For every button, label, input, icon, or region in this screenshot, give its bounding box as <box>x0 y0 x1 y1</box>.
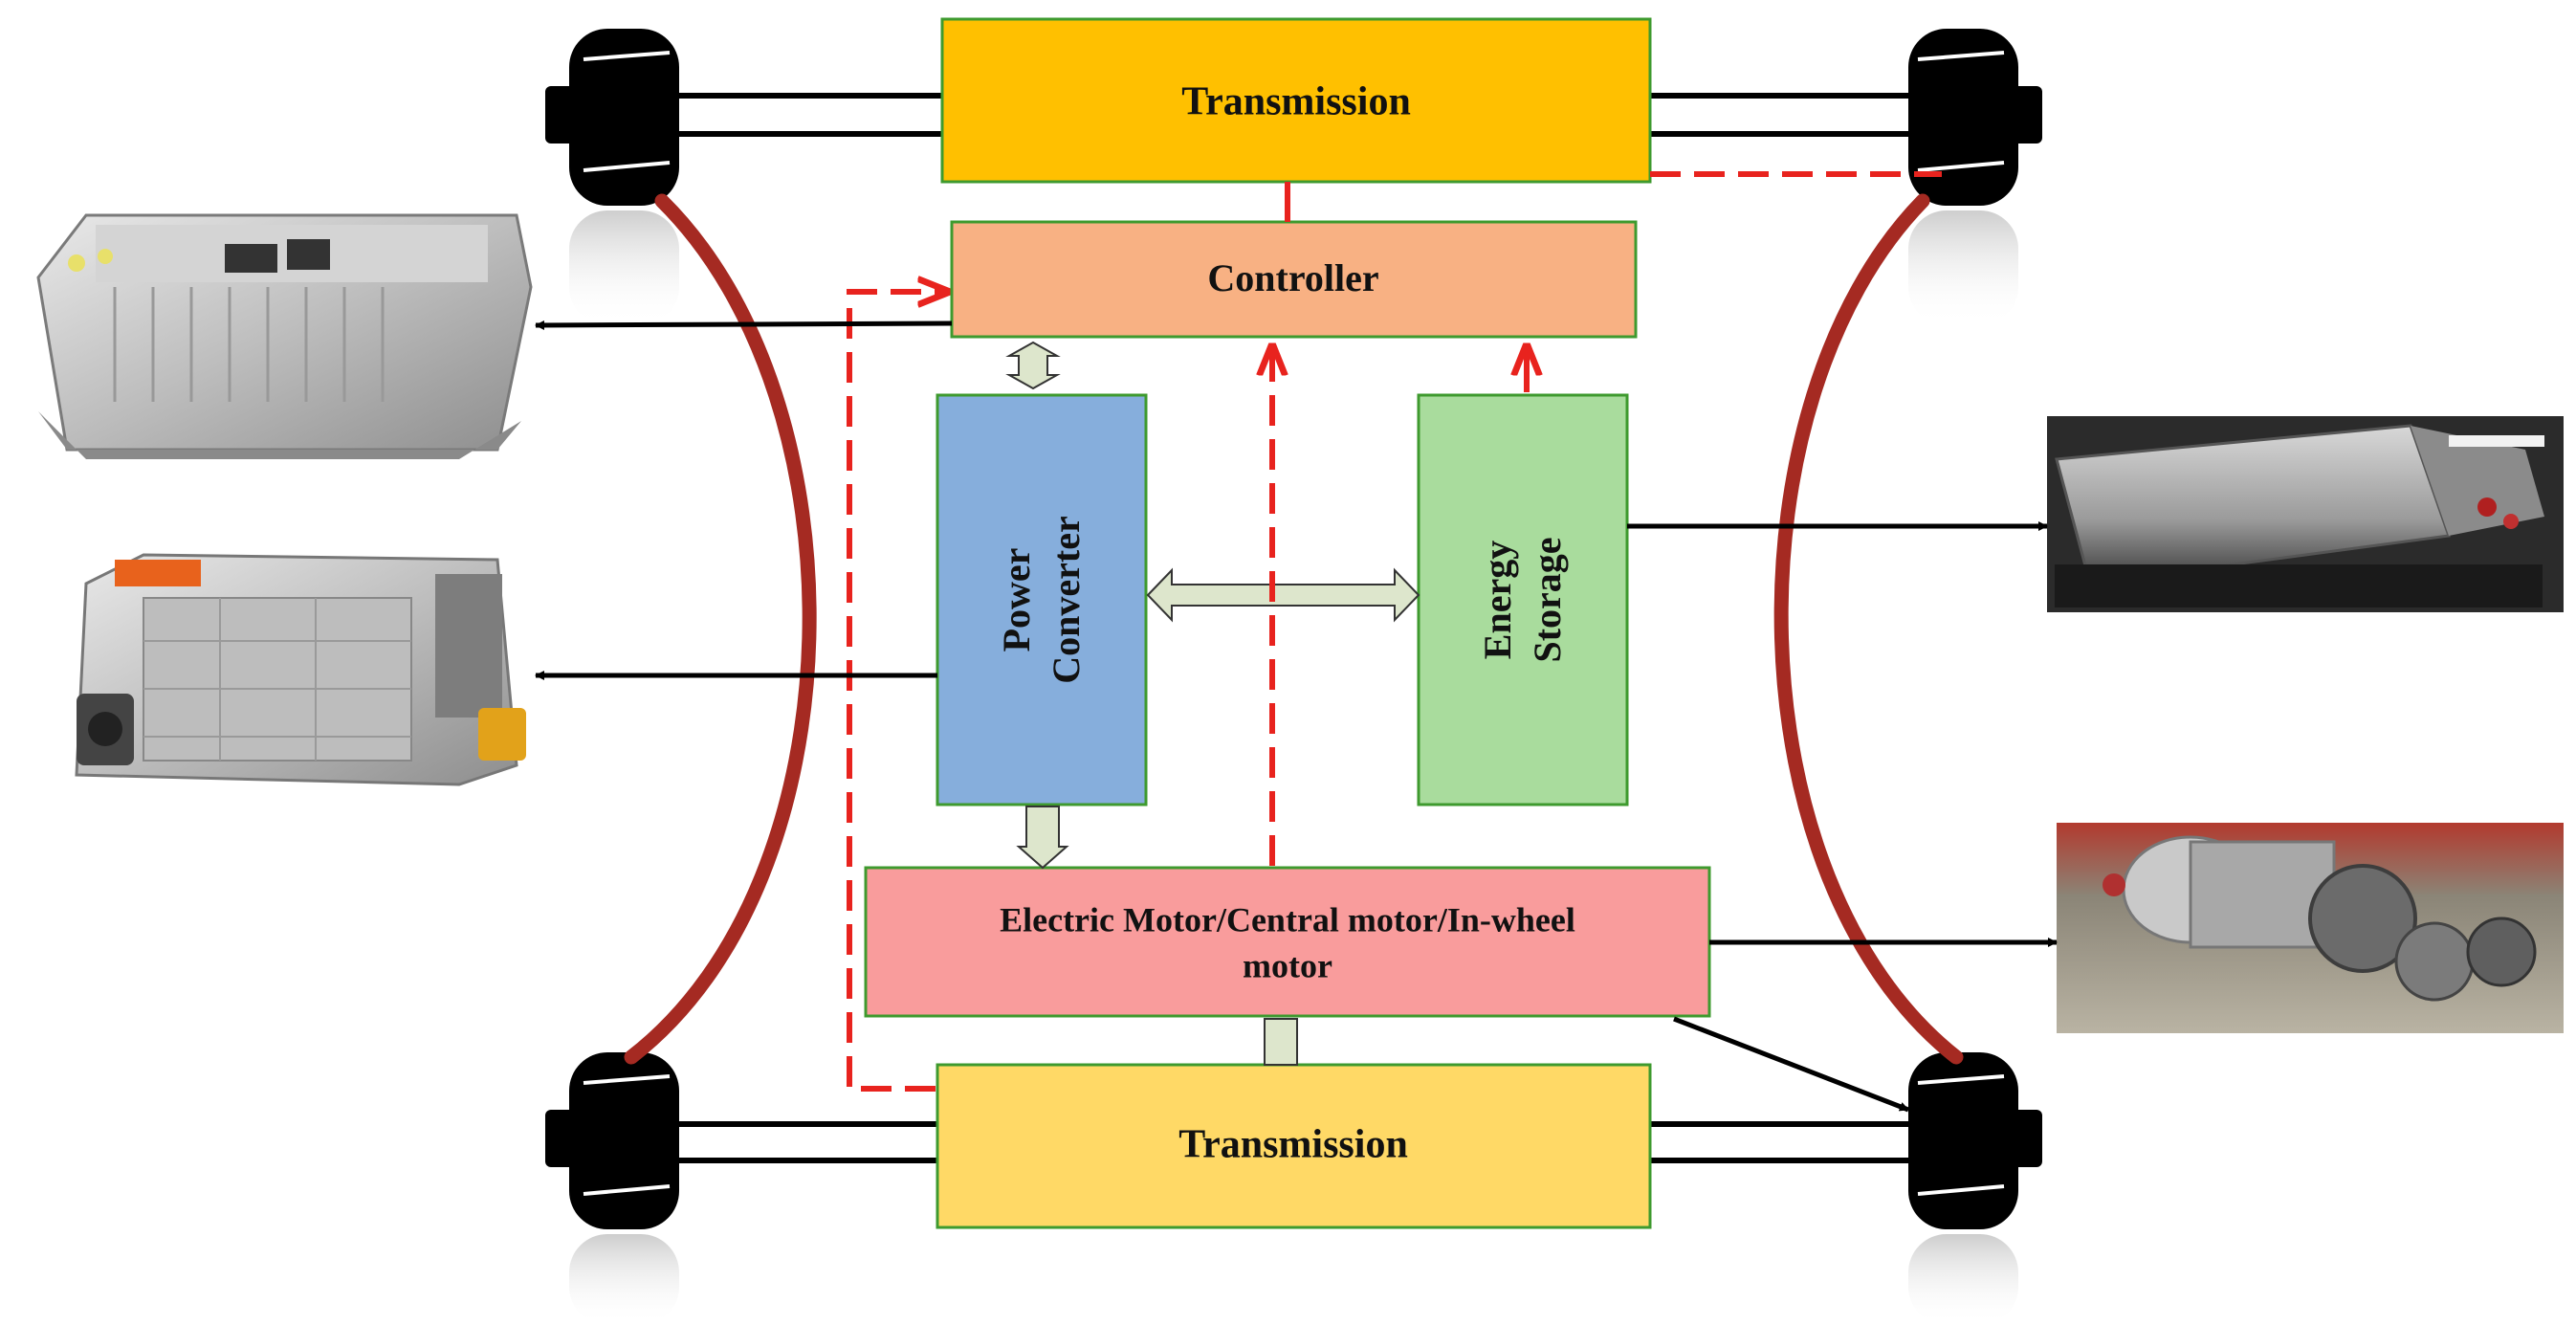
power-converter-block: Power Converter <box>936 393 1148 806</box>
energy-storage-label-line2: Storage <box>1526 537 1569 662</box>
controller-converter-power-arrow <box>1005 341 1061 390</box>
transmission-top-label: Transmission <box>1181 80 1411 124</box>
arrow-to-controller-photo <box>535 320 953 330</box>
energy-storage-block: Energy Storage <box>1417 393 1629 806</box>
energy-storage-label-line1: Energy <box>1476 541 1519 659</box>
wheel-bottom-left <box>545 1052 679 1325</box>
bottom-axle <box>674 1121 1913 1163</box>
power-converter-label-line1: Power <box>995 548 1038 652</box>
motor-label-line2: motor <box>1243 946 1332 984</box>
electric-motor-block: Electric Motor/Central motor/In-wheel mo… <box>864 866 1711 1018</box>
transmission-bottom-label: Transmission <box>1178 1123 1408 1167</box>
wheel-top-right <box>1908 29 2042 325</box>
converter-storage-power-arrow <box>1146 567 1420 623</box>
wheel-bottom-right <box>1908 1052 2042 1325</box>
transmission-top-block: Transmission <box>940 17 1652 184</box>
battery-pack-photo <box>2047 416 2564 612</box>
top-axle <box>674 93 1913 137</box>
chassis-right-curve <box>1773 193 1964 1065</box>
chassis-left-curve <box>624 193 817 1065</box>
motor-transmission-power-arrow <box>1264 1018 1298 1066</box>
transmission-bottom-block: Transmission <box>936 1063 1652 1229</box>
control-signal-lines <box>847 171 1942 1092</box>
motor-label-line1: Electric Motor/Central motor/In-wheel <box>1000 900 1575 939</box>
controller-block: Controller <box>950 220 1638 339</box>
signal-transmission-bottom-to-controller <box>847 292 947 1092</box>
converter-motor-power-arrow <box>1016 806 1069 870</box>
wheel-top-left <box>545 29 679 325</box>
electric-motor-photo <box>2057 823 2564 1033</box>
callout-arrows <box>535 320 2058 1113</box>
controller-label: Controller <box>1207 256 1378 299</box>
controller-unit-photo <box>36 213 533 459</box>
power-converter-label-line2: Converter <box>1045 516 1088 683</box>
arrow-motor-to-wheel <box>1673 1016 1909 1113</box>
inverter-unit-photo <box>75 553 526 786</box>
